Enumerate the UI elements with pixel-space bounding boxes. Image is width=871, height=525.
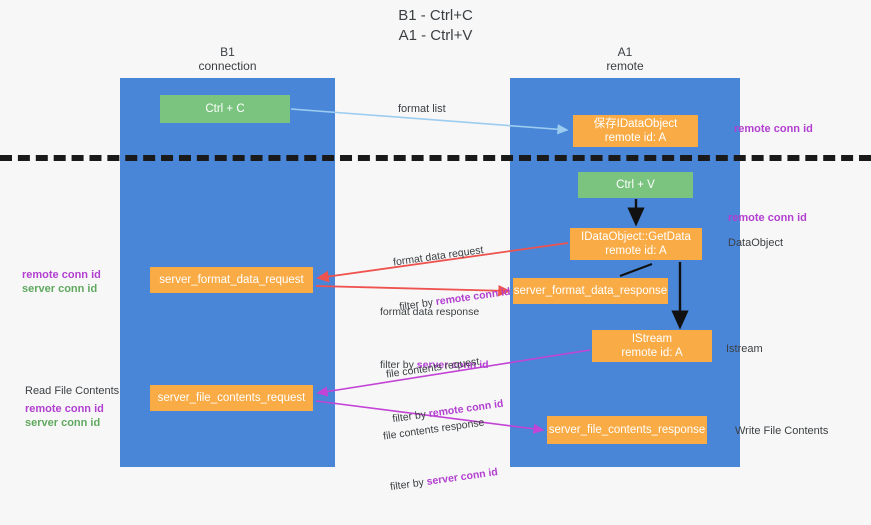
node-server-format-data-response[interactable]: server_format_data_response [513,278,668,304]
node-server-format-data-request[interactable]: server_format_data_request [150,267,313,293]
filter-prefix-2: filter by [380,359,417,371]
annotation-remote-conn-id-top: remote conn id [734,123,813,135]
filter-key-server-conn-id: server conn id [416,359,489,371]
edge-label-file-contents-request-line1: file contents request [385,355,481,381]
annotation-left-conn-ids: remote conn id server conn id [22,268,101,296]
annotation-left-remote-conn-id: remote conn id [22,269,101,281]
node-server-file-contents-response[interactable]: server_file_contents_response [547,416,707,444]
node-idataobject-getdata[interactable]: IDataObject::GetData remote id: A [570,228,702,260]
annotation-left-server-conn-id: server conn id [22,283,98,295]
annotation-left-server-conn-id-2: server conn id [25,417,101,429]
diagram-canvas: B1 - Ctrl+C A1 - Ctrl+V B1 connection A1… [0,7,871,494]
edge-label-file-contents-response-line1: file contents response [382,416,486,443]
filter-prefix-4: filter by [389,476,428,494]
annotation-dataobject: DataObject [728,237,784,249]
annotation-left-conn-ids-2: remote conn id server conn id [25,402,104,430]
annotation-remote-conn-id-mid: remote conn id [728,212,807,224]
node-istream[interactable]: IStream remote id: A [592,330,712,362]
node-server-file-contents-request[interactable]: server_file_contents_request [150,385,313,411]
annotation-left-remote-conn-id-2: remote conn id [25,403,104,415]
edge-label-file-contents-response-filter: filter by server conn id [389,465,499,495]
column-header-b1: B1 connection [198,45,257,73]
annotation-read-file-contents: Read File Contents [25,385,120,397]
node-ctrl-c[interactable]: Ctrl + C [160,95,290,123]
edge-label-format-list: format list [398,103,446,115]
edge-label-file-contents-response: file contents response filter by server … [378,385,503,525]
annotation-istream: Istream [726,343,763,355]
node-save-idataobject[interactable]: 保存IDataObject remote id: A [573,115,698,147]
filter-key-server-conn-id-2: server conn id [425,466,499,488]
edge-label-format-data-request-line1: format data request [392,244,485,269]
edge-label-format-data-response-filter: filter by server conn id [380,358,489,373]
section-divider [0,155,871,161]
page-title: B1 - Ctrl+C A1 - Ctrl+V [398,7,473,44]
edge-label-format-data-response-line1: format data response [380,306,480,318]
node-ctrl-v[interactable]: Ctrl + V [578,172,693,198]
annotation-write-file-contents: Write File Contents [735,425,829,437]
column-header-a1: A1 remote [606,45,644,73]
edge-label-format-data-response: format data response filter by server co… [380,275,489,403]
